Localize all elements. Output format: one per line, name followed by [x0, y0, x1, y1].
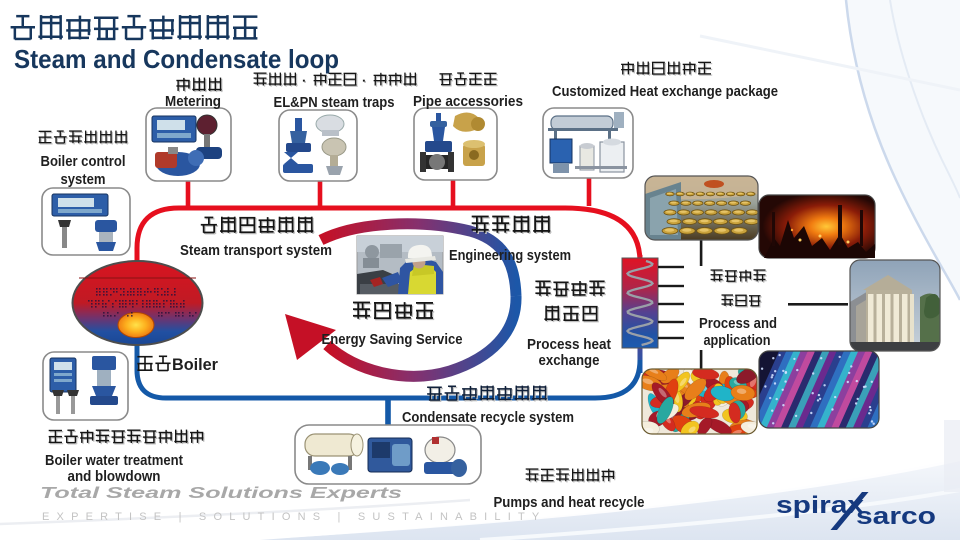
svg-text:Steam and Condensate loop: Steam and Condensate loop: [14, 44, 339, 74]
svg-text:Process heat: Process heat: [527, 337, 611, 353]
svg-text:Boiler: Boiler: [172, 356, 219, 374]
svg-text:application: application: [704, 333, 771, 349]
svg-text:Process and: Process and: [699, 316, 777, 332]
svg-text:and blowdown: and blowdown: [68, 469, 161, 485]
svg-text:Energy Saving Service: Energy Saving Service: [322, 331, 463, 348]
svg-text:Customized Heat exchange packa: Customized Heat exchange package: [552, 83, 778, 100]
svg-text:EL&PN steam traps: EL&PN steam traps: [274, 95, 395, 111]
svg-text:Boiler water treatment: Boiler water treatment: [45, 453, 183, 469]
svg-text:Pumps and heat recycle: Pumps and heat recycle: [494, 494, 645, 511]
svg-text:Total Steam Solutions Exper: Total Steam Solutions Experts: [40, 485, 402, 502]
svg-text:EXPERTISE | SOLUTIONS |: EXPERTISE | SOLUTIONS | SUSTAINABILITY: [42, 511, 546, 523]
svg-text:spirax: spirax: [776, 492, 865, 519]
svg-text:Steam transport system: Steam transport system: [180, 243, 332, 259]
svg-text:system: system: [61, 171, 106, 188]
svg-text:Condensate recycle system: Condensate recycle system: [402, 410, 574, 426]
svg-text:exchange: exchange: [539, 353, 600, 369]
svg-text:Engineering system: Engineering system: [449, 248, 571, 264]
svg-text:sarco: sarco: [856, 503, 936, 530]
svg-text:Pipe accessories: Pipe accessories: [413, 94, 523, 110]
svg-text:Metering: Metering: [165, 94, 221, 110]
svg-text:Boiler control: Boiler control: [41, 153, 126, 170]
